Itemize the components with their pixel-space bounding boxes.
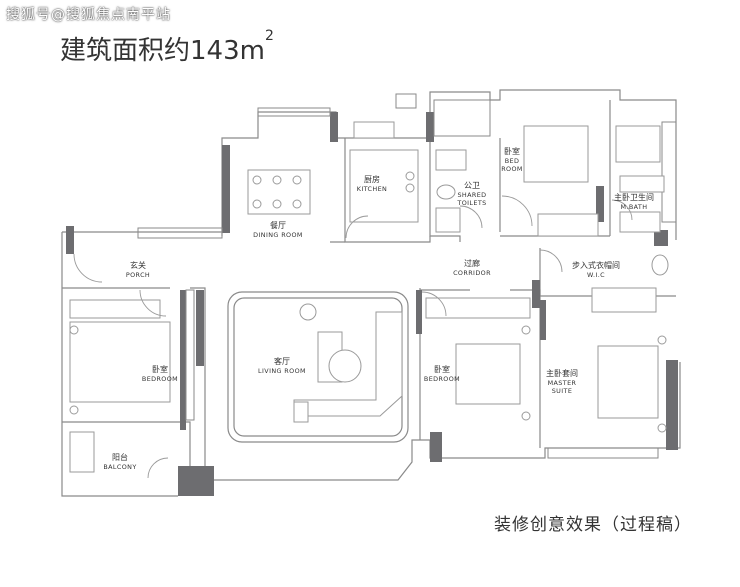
page-title: 建筑面积约143m2 bbox=[60, 28, 274, 67]
title-superscript: 2 bbox=[264, 28, 274, 44]
solid-walls bbox=[66, 112, 678, 496]
outline-walls bbox=[61, 89, 681, 497]
footer-note: 装修创意效果（过程稿） bbox=[494, 515, 692, 535]
furniture bbox=[69, 121, 669, 473]
windows bbox=[137, 93, 677, 459]
door-swings bbox=[73, 195, 633, 479]
watermark: 搜狐号@搜狐焦点南平站 bbox=[6, 7, 171, 23]
title-text: 建筑面积约143m bbox=[60, 36, 265, 66]
